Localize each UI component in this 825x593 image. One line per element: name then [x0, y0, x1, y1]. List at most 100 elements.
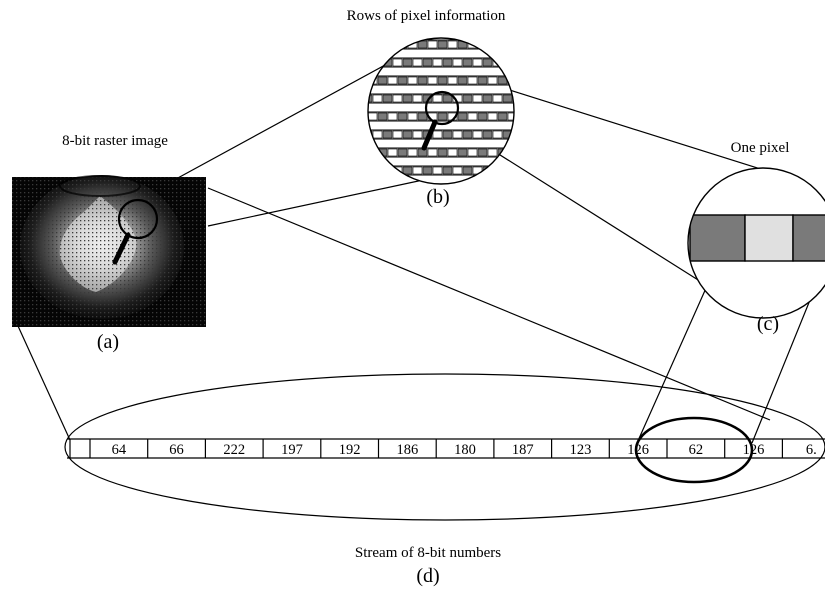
pixel-cell — [392, 58, 403, 67]
pixel-cell — [492, 130, 503, 139]
stream-value: 197 — [281, 442, 303, 458]
pixel-cell — [417, 76, 428, 85]
connector-image-to-rows-top — [175, 58, 397, 180]
pixel-cell — [512, 58, 514, 67]
pixel-left-neighbour — [689, 214, 746, 262]
pixel-cell — [487, 76, 498, 85]
pixel-cell — [457, 112, 468, 121]
raster-image-texture — [12, 177, 206, 327]
pixel-cell — [412, 130, 423, 139]
stream-value: 192 — [339, 442, 361, 458]
pixel-title: One pixel — [731, 140, 790, 156]
pixel-cell — [368, 166, 373, 175]
pixel-cell — [358, 149, 367, 156]
pixel-cell — [402, 166, 413, 175]
pixel-cell — [523, 59, 532, 66]
stream-value: 126 — [627, 442, 649, 458]
pixel-cell — [502, 94, 513, 103]
pixel-cell — [518, 149, 527, 156]
pixel-cell — [392, 130, 403, 139]
stream-value: 66 — [169, 442, 184, 458]
pixel-cell — [482, 94, 493, 103]
stream-value: 187 — [512, 442, 534, 458]
pixel-cell — [518, 77, 527, 84]
pixel-cells — [689, 214, 825, 262]
pixel-cell — [397, 112, 408, 121]
pixel-cell — [492, 94, 503, 103]
pixel-cell — [477, 40, 488, 49]
pixel-cell — [507, 148, 514, 157]
pixel-cell — [422, 166, 433, 175]
rows-of-pixels-zoom — [358, 37, 532, 185]
raster-title: 8-bit raster image — [62, 133, 168, 149]
pixel-cell — [377, 40, 388, 49]
pixel-cell — [497, 112, 508, 121]
pixel-cell — [412, 58, 423, 67]
stream-value: 180 — [454, 442, 476, 458]
pixel-cell — [457, 148, 468, 157]
pixel-cell — [442, 58, 453, 67]
pixel-cell — [432, 166, 443, 175]
pixel-cell — [487, 112, 498, 121]
pixel-cell — [368, 40, 378, 49]
connector-image-to-stream-left — [17, 325, 71, 441]
pixel-cell — [482, 130, 493, 139]
stream-value: 123 — [570, 442, 592, 458]
one-pixel-zoom — [687, 167, 825, 319]
rows-title: Rows of pixel information — [347, 8, 506, 24]
pixel-cell — [512, 130, 514, 139]
pixel-cell — [437, 148, 448, 157]
pixel-cell — [523, 131, 532, 138]
pixel-cell — [442, 166, 453, 175]
pixel-cell — [452, 130, 463, 139]
connector-image-to-rows-bottom — [207, 179, 424, 227]
pixel-cell — [427, 40, 438, 49]
rows-zoom-circle — [367, 37, 515, 185]
pixel-cell — [462, 94, 473, 103]
pixel-cell — [477, 76, 488, 85]
pixel-cell — [462, 58, 473, 67]
magnifier-icon — [421, 90, 460, 151]
pixel-cell — [467, 76, 478, 85]
pixel-cell — [407, 148, 418, 157]
pixel-cell — [402, 94, 413, 103]
pixel-cell — [507, 76, 514, 85]
raster-image-panel — [12, 175, 206, 327]
pixel-cell — [497, 40, 508, 49]
stream-value: 62 — [689, 442, 704, 458]
label-b: (b) — [426, 186, 449, 208]
connector-rows-to-pixel-top — [483, 81, 771, 173]
pixel-cell — [392, 94, 403, 103]
pixel-cell — [442, 94, 453, 103]
pixel-cell — [502, 58, 513, 67]
pixel-cell — [382, 94, 393, 103]
pixel-cell — [382, 130, 393, 139]
stream-value: 186 — [396, 442, 418, 458]
pixel-cell — [472, 94, 483, 103]
connector-pixel-to-stream-left — [636, 267, 716, 444]
pixel-cell — [387, 40, 398, 49]
pixel-cell — [487, 40, 498, 49]
pixel-cell — [402, 130, 413, 139]
pixel-cell — [432, 58, 443, 67]
pixel-cell — [487, 148, 498, 157]
pixel-cell — [387, 112, 398, 121]
pixel-cell — [358, 41, 367, 48]
pixel-cell — [507, 40, 514, 49]
pixel-cell — [452, 166, 463, 175]
pixel-cell — [417, 148, 428, 157]
pixel-cell — [502, 166, 513, 175]
pixel-cell — [437, 40, 448, 49]
pixel-cell — [427, 148, 438, 157]
pixel-cell — [427, 76, 438, 85]
pixel-cell — [417, 40, 428, 49]
pixel-cell — [462, 130, 473, 139]
pixel-cell — [432, 94, 443, 103]
pixel-zoom-circle — [687, 167, 825, 319]
pixel-cell — [442, 130, 453, 139]
pixel-cell — [397, 148, 408, 157]
pixel-cell — [372, 58, 383, 67]
